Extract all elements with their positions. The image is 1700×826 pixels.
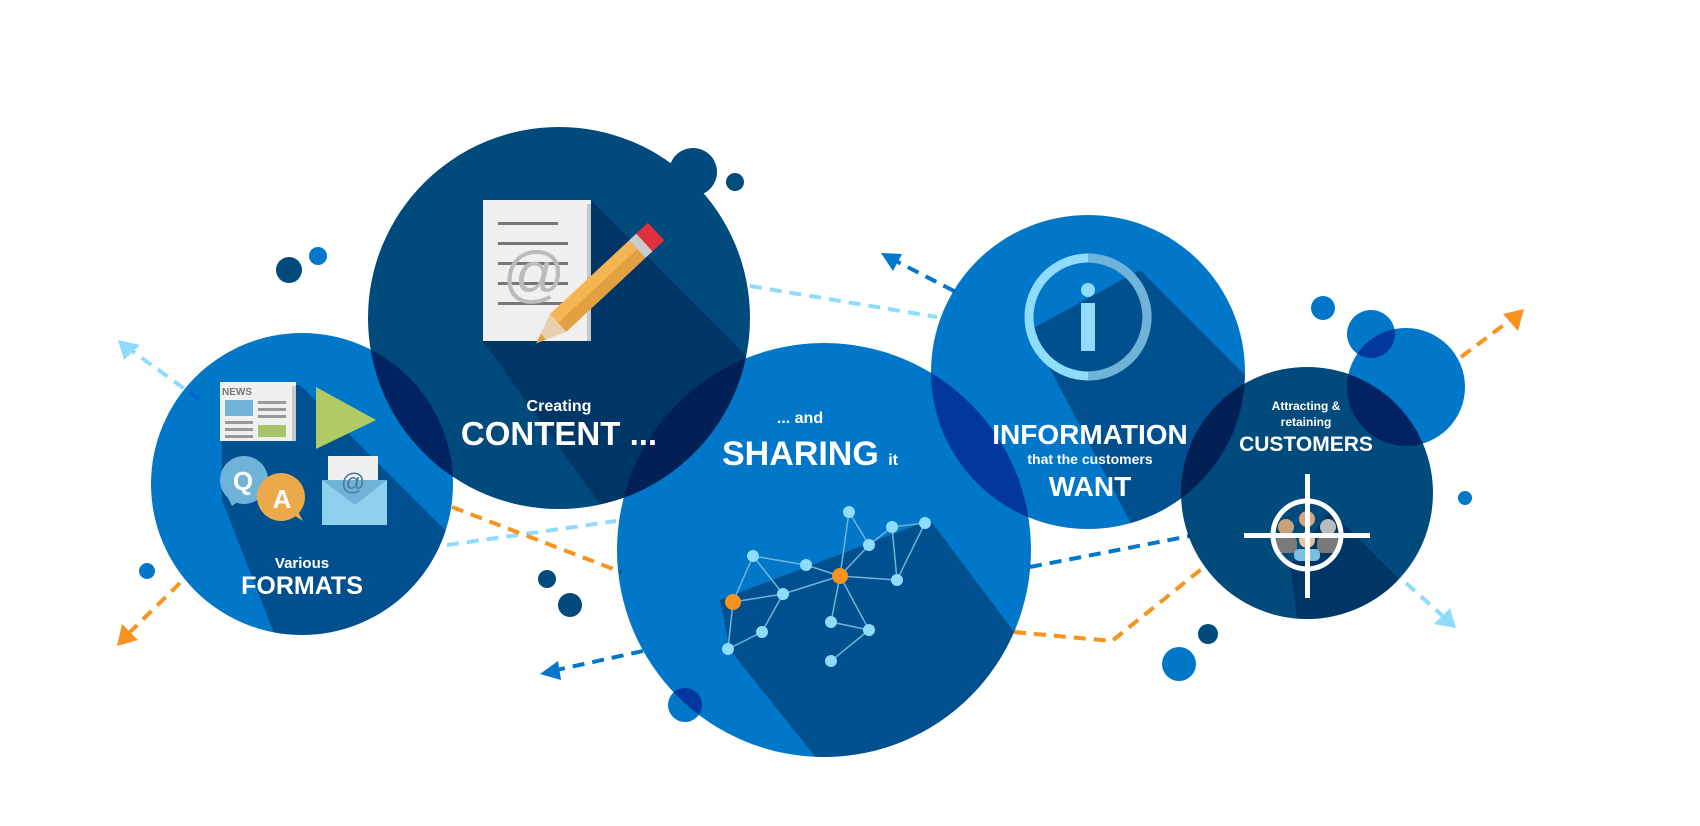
pencil-icon: [536, 222, 665, 344]
qa-bubbles-icon: Q A: [220, 456, 305, 521]
connector-light-1: [126, 346, 202, 402]
network-node: [891, 574, 903, 586]
network-edge: [727, 631, 763, 650]
network-node: [863, 624, 875, 636]
network-node: [725, 594, 741, 610]
circle-accent-small: [1347, 310, 1395, 358]
connector-light-4: [1404, 581, 1447, 620]
connector-light-2: [446, 519, 617, 547]
network-edge: [752, 555, 807, 566]
svg-text:A: A: [273, 484, 292, 514]
arrow-orange-downleft-icon: [117, 624, 138, 646]
network-node: [832, 568, 848, 584]
play-icon: [316, 387, 376, 449]
network-edge: [839, 575, 898, 581]
network-node: [863, 539, 875, 551]
network-edge: [732, 555, 754, 603]
connector-orange-2: [451, 505, 622, 574]
network-node: [756, 626, 768, 638]
network-node: [800, 559, 812, 571]
connector-blue-1: [551, 649, 644, 673]
content-small-label: Creating: [527, 398, 592, 415]
circle-sharing: [617, 343, 1031, 757]
network-node: [825, 616, 837, 628]
customers-small-label-2: retaining: [1281, 415, 1332, 429]
arrow-light-downright-icon: [1434, 608, 1456, 628]
decorative-dots: [139, 148, 1472, 722]
email-envelope-icon: @: [322, 456, 387, 525]
sharing-small-label: ... and: [777, 410, 823, 427]
dashed-connectors: [124, 257, 1515, 673]
content-big-label: CONTENT ...: [461, 415, 657, 452]
circle-accent-large: [1347, 328, 1465, 446]
svg-text:@: @: [341, 469, 365, 496]
network-node: [747, 550, 759, 562]
network-edge: [839, 511, 850, 577]
network-edge: [830, 621, 870, 631]
network-edge: [848, 511, 870, 546]
information-big-label: INFORMATION: [992, 419, 1187, 450]
arrow-blue-left-icon: [540, 661, 561, 680]
connector-light-3: [749, 284, 938, 319]
network-edge: [891, 526, 898, 581]
network-edge: [782, 575, 841, 595]
customers-small-label-1: Attracting &: [1272, 399, 1341, 413]
connector-blue-2: [891, 257, 955, 293]
network-node: [825, 655, 837, 667]
customers-big-label: CUSTOMERS: [1239, 433, 1373, 456]
network-edge: [761, 593, 784, 633]
arrow-blue-upleft-icon: [881, 253, 902, 271]
info-icon: [1024, 253, 1152, 381]
network-edge: [732, 593, 784, 603]
formats-big-label: FORMATS: [241, 572, 363, 600]
newspaper-icon: NEWS: [220, 382, 296, 441]
connector-orange-4: [1459, 316, 1515, 359]
network-node: [886, 521, 898, 533]
network-icon: [722, 506, 931, 667]
connector-blue-3: [1029, 534, 1191, 569]
network-node: [919, 517, 931, 529]
network-edge: [839, 575, 870, 631]
arrow-light-upleft-icon: [118, 340, 140, 360]
network-edge: [896, 522, 926, 581]
arrow-orange-upright-icon: [1503, 309, 1524, 331]
network-node: [843, 506, 855, 518]
network-node: [777, 588, 789, 600]
information-want-label: WANT: [1049, 471, 1131, 502]
information-small-label: that the customers: [1027, 451, 1152, 467]
connector-orange-3: [1013, 565, 1206, 644]
svg-text:@: @: [503, 240, 566, 309]
network-edge: [830, 629, 870, 662]
formats-small-label: Various: [275, 555, 329, 572]
network-node: [722, 643, 734, 655]
svg-text:NEWS: NEWS: [222, 387, 252, 398]
svg-text:Q: Q: [233, 466, 253, 496]
arrowheads: [117, 253, 1524, 680]
target-customers-icon: [1244, 474, 1370, 598]
connector-orange-1: [124, 581, 182, 638]
sharing-big-label: SHARING it: [722, 435, 899, 473]
network-edge: [752, 555, 784, 595]
